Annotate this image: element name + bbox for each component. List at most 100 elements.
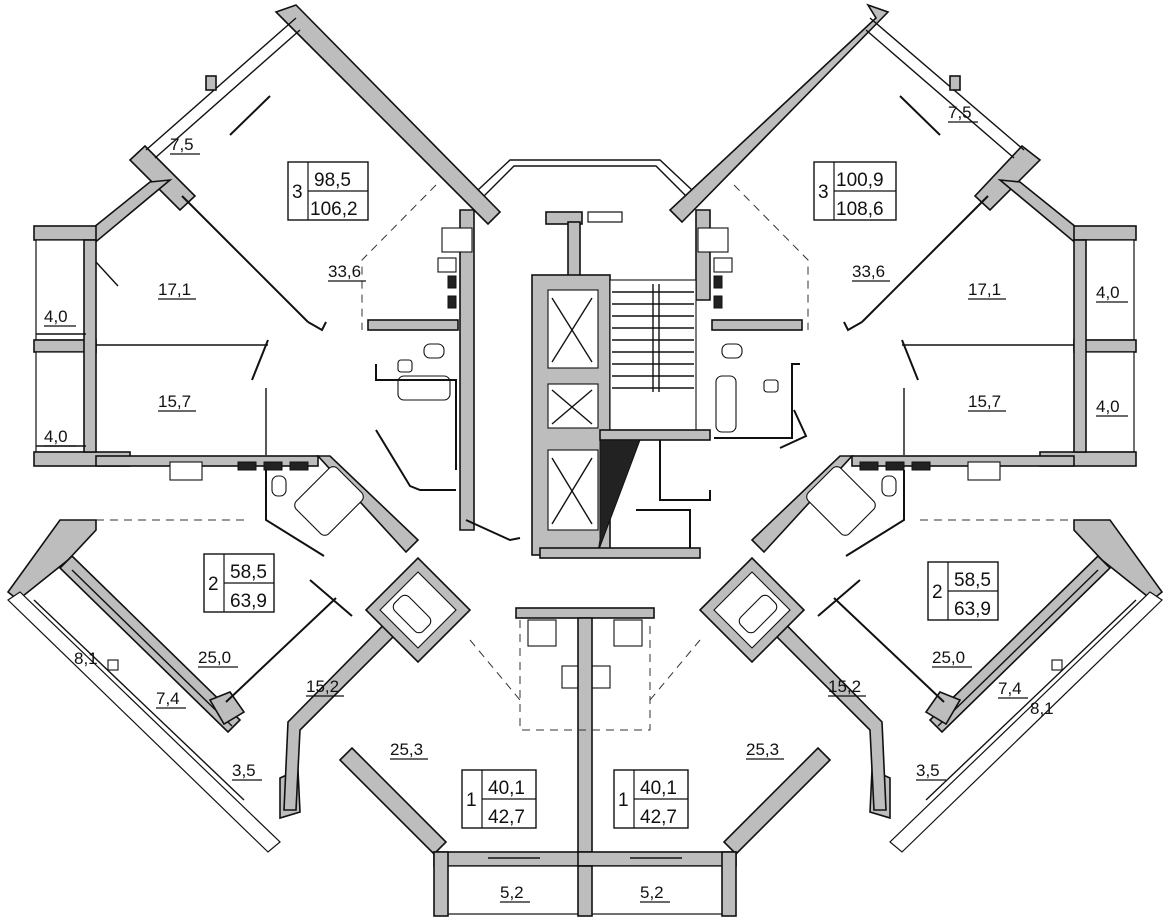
se-bath-tub (738, 594, 778, 634)
nw-loggia-wall (128, 144, 197, 212)
nw-toilet (423, 343, 445, 359)
s-top-wall (515, 607, 655, 619)
label-ne-living: 33,6 (852, 262, 885, 281)
e-balc-top (1083, 239, 1135, 341)
se-diag-wall (928, 554, 1112, 734)
ne-loggia-wall (973, 144, 1042, 212)
e-inner-wall (1073, 239, 1087, 453)
label-se-living: 25,0 (932, 648, 965, 667)
room-labels: 7,5 7,5 33,6 33,6 17,1 17,1 15,7 15,7 4,… (44, 103, 1128, 903)
se-cooktop (967, 461, 1001, 481)
nw-bath-wall (367, 319, 459, 331)
ne-outer-wall (668, 3, 890, 224)
label-w-balc-bot: 4,0 (44, 427, 68, 446)
apt-box-se: 2 58,5 63,9 (927, 561, 999, 621)
s-kitchen-right (613, 619, 643, 647)
nw-lower-bath (375, 429, 456, 491)
label-s-right-balc: 5,2 (640, 883, 664, 902)
label-se-balcony: 8,1 (1030, 699, 1054, 718)
label-s-left-room: 25,3 (390, 740, 423, 759)
apt-s-right-living: 40,1 (640, 778, 677, 799)
ne-vent-2 (713, 295, 723, 309)
sw-balc-rail (33, 599, 245, 801)
nw-sink (397, 359, 413, 373)
stair-treads (612, 284, 694, 392)
se-counter-3 (911, 461, 931, 471)
apt-se-living: 58,5 (954, 570, 991, 591)
nw-bath-partition (375, 364, 457, 470)
nw-loggia-glass (145, 17, 297, 151)
core-left-wall (459, 209, 475, 531)
label-se-loggia: 7,4 (998, 679, 1022, 698)
apt-se-total: 63,9 (954, 599, 991, 620)
label-sw-small: 3,5 (232, 761, 256, 780)
apt-s-left-rooms: 1 (466, 790, 477, 811)
label-s-left-balc: 5,2 (500, 883, 524, 902)
label-e-balc-top: 4,0 (1096, 283, 1120, 302)
apt-box-nw: 3 98,5 106,2 (287, 161, 369, 221)
elevator-2-x2 (551, 389, 593, 425)
apt-s-right-rooms: 1 (618, 790, 629, 811)
label-w-bed-mid: 15,7 (158, 392, 191, 411)
w-balc-bot (35, 351, 87, 453)
shaft-fill (597, 439, 641, 553)
apt-box-s-right: 1 40,1 42,7 (613, 769, 689, 829)
se-toilet (881, 475, 897, 497)
apt-nw-total: 106,2 (310, 199, 358, 220)
nw-partition (181, 195, 309, 323)
core-top-wall (545, 211, 583, 225)
nw-door (251, 339, 269, 381)
elevator-1-x2 (551, 297, 593, 363)
ne-loggia-glass-2 (865, 29, 1015, 159)
label-e-bed-top: 17,1 (968, 280, 1001, 299)
label-se-small: 3,5 (916, 761, 940, 780)
ne-toilet (721, 343, 743, 359)
w-inner-wall (83, 239, 97, 453)
se-tub (806, 466, 876, 536)
s-right-bottom (577, 851, 737, 867)
ne-kitchen-cooktop (697, 227, 729, 253)
nw-living-outline (361, 184, 437, 330)
sw-wing (6, 455, 521, 853)
sw-door (309, 579, 353, 617)
ne-bath-partition (714, 363, 800, 439)
s-right-balc (585, 865, 727, 915)
ne-lower-bath (779, 409, 808, 449)
ne-bath-wall (711, 319, 803, 331)
sw-counter-3 (289, 461, 309, 471)
sw-diag-wall (58, 554, 242, 734)
label-w-bed-top: 17,1 (158, 280, 191, 299)
apt-ne-living: 100,9 (836, 170, 884, 191)
sw-counter-2 (263, 461, 283, 471)
se-dash (649, 639, 701, 701)
nw-kitchen-sink (437, 257, 457, 273)
sw-bath-wall (265, 470, 325, 557)
nw-vent-2 (447, 295, 457, 309)
apt-s-right-total: 42,7 (640, 807, 677, 828)
ne-partition (861, 195, 989, 323)
se-balcony-glass (889, 591, 1163, 853)
label-nw-living: 33,6 (328, 262, 361, 281)
w-top-wall (33, 225, 97, 241)
label-sw-balcony: 8,1 (74, 649, 98, 668)
sw-column (107, 659, 119, 671)
se-bed-divider (833, 597, 945, 703)
nw-kitchen-cooktop (441, 227, 473, 253)
ne-door (901, 339, 919, 381)
ne-kitchen-sink (713, 257, 733, 273)
s-left-wall (433, 851, 449, 917)
se-bath-wall (845, 470, 905, 557)
se-counter-2 (885, 461, 905, 471)
sw-balcony-glass (7, 591, 281, 853)
s-left-outer (338, 746, 448, 856)
core-entry-arch (477, 159, 693, 191)
ne-partition-2 (843, 321, 863, 332)
stair-bottom-wall (599, 429, 711, 441)
apt-sw-living: 58,5 (230, 562, 267, 583)
ne-vent-1 (713, 275, 723, 289)
sw-dash (469, 639, 521, 701)
core-entry-arch-2 (483, 165, 687, 197)
label-nw-loggia: 7,5 (170, 135, 194, 154)
se-kitchen-wall (851, 455, 1075, 467)
